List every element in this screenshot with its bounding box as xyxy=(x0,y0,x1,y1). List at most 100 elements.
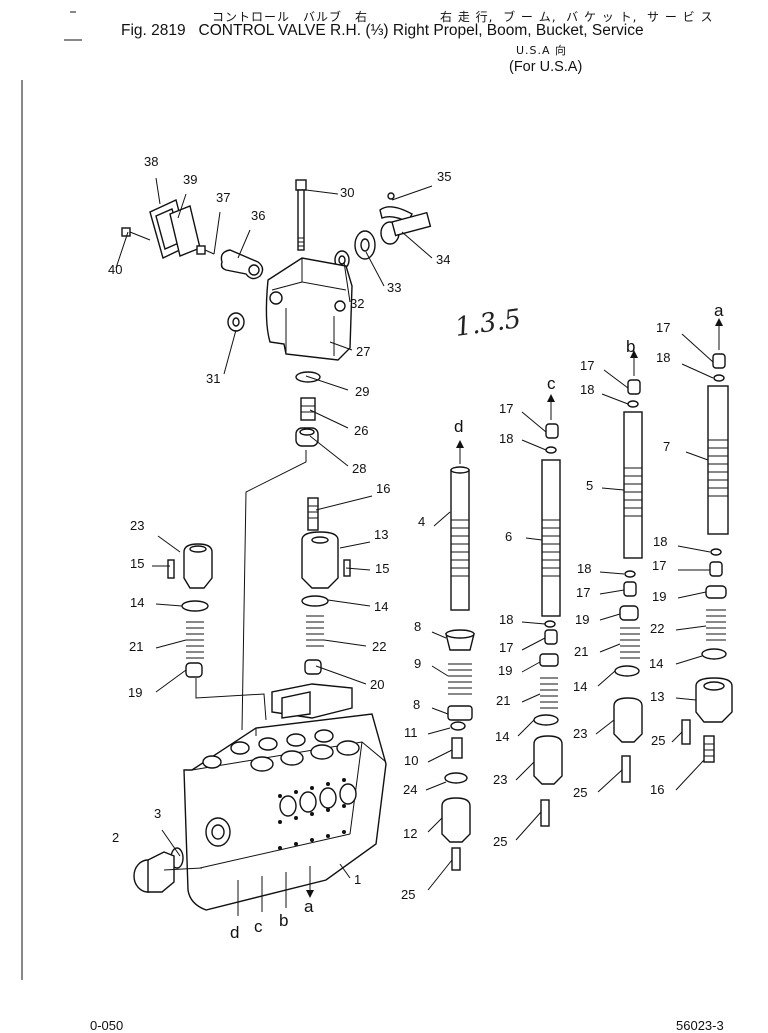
callout-part-24: 24 xyxy=(403,782,417,797)
spool-letter-c: c xyxy=(254,917,263,936)
callout-part-12: 12 xyxy=(403,826,417,841)
part-25-bolt-a xyxy=(681,719,691,745)
part-14-o-ring-a xyxy=(701,648,727,660)
callout-part-30: 30 xyxy=(340,185,354,200)
part-21-spring-c xyxy=(540,677,558,709)
callout-part-8: 8 xyxy=(414,619,421,634)
spool-letter-a: a xyxy=(304,897,314,916)
header-jp-usa: U.S.A 向 xyxy=(516,44,568,57)
callout-part-7: 7 xyxy=(663,439,670,454)
part-17-plug-c-bottom xyxy=(544,629,558,645)
callout-part-19: 19 xyxy=(652,589,666,604)
part-23-cap-c xyxy=(533,735,563,785)
spool-arrows xyxy=(306,318,723,898)
part-25-bolt-c xyxy=(540,799,550,827)
part-14-o-ring-mid xyxy=(301,595,329,607)
part-13-cap-left xyxy=(301,531,339,589)
callout-part-15: 15 xyxy=(130,556,144,571)
spool-letter-d: d xyxy=(454,417,463,436)
callout-part-18: 18 xyxy=(656,350,670,365)
callout-part-18: 18 xyxy=(580,382,594,397)
part-17-plug-b-top xyxy=(627,379,641,395)
callout-part-18: 18 xyxy=(499,431,513,446)
part-18-ring-a-bottom xyxy=(710,548,722,556)
part-34-shaft xyxy=(380,211,432,245)
callout-part-17: 17 xyxy=(499,640,513,655)
callout-part-14: 14 xyxy=(130,595,144,610)
part-14-o-ring-c xyxy=(533,714,559,726)
part-6-spool xyxy=(541,459,561,617)
callout-part-14: 14 xyxy=(649,656,663,671)
callout-part-25: 25 xyxy=(573,785,587,800)
callout-part-26: 26 xyxy=(354,423,368,438)
body-spool-bores xyxy=(279,783,357,817)
header-jp-title-left: コントロール バルブ 右 xyxy=(212,10,369,24)
part-25-bolt-b xyxy=(621,755,631,783)
part-12-cap xyxy=(441,797,471,843)
callout-part-18: 18 xyxy=(653,534,667,549)
part-31-bushing xyxy=(227,312,245,332)
part-11-washer xyxy=(450,721,466,731)
part-18-ring-c-top xyxy=(545,446,557,454)
callout-part-8: 8 xyxy=(413,697,420,712)
callout-part-20: 20 xyxy=(370,677,384,692)
part-17-plug-c-top xyxy=(545,423,559,439)
part-17-plug-a-top xyxy=(712,353,726,369)
callout-part-21: 21 xyxy=(496,693,510,708)
callout-part-19: 19 xyxy=(128,685,142,700)
callout-part-37: 37 xyxy=(216,190,230,205)
callout-part-25: 25 xyxy=(401,887,415,902)
callout-part-18: 18 xyxy=(499,612,513,627)
part-16-plug-left xyxy=(307,497,319,531)
callout-part-22: 22 xyxy=(650,621,664,636)
part-18-ring-b-bottom xyxy=(624,570,636,578)
callout-part-10: 10 xyxy=(404,753,418,768)
callout-part-23: 23 xyxy=(130,518,144,533)
part-22-spring-left xyxy=(306,615,324,647)
callout-part-40: 40 xyxy=(108,262,122,277)
part-13-cap-a xyxy=(695,677,733,723)
part-21-spring-b xyxy=(620,627,640,659)
callout-part-14: 14 xyxy=(374,599,388,614)
part-10-bolt xyxy=(451,737,463,759)
spool-letter-b: b xyxy=(279,911,288,930)
part-15-bolt-left xyxy=(167,559,175,579)
callout-part-28: 28 xyxy=(352,461,366,476)
body-bolt-holes-face xyxy=(278,778,346,850)
callout-part-27: 27 xyxy=(356,344,370,359)
spool-letter-b: b xyxy=(626,337,635,356)
spool-letter-d: d xyxy=(230,923,239,942)
callout-part-16: 16 xyxy=(650,782,664,797)
part-17-plug-a-bottom xyxy=(709,561,723,577)
part-20-seat xyxy=(304,659,322,675)
callout-part-23: 23 xyxy=(573,726,587,741)
callout-part-2: 2 xyxy=(112,830,119,845)
callout-part-17: 17 xyxy=(656,320,670,335)
part-1-valve-body xyxy=(183,683,387,911)
assembly-lines xyxy=(115,177,720,916)
part-27-cover-housing xyxy=(265,257,353,361)
callout-part-21: 21 xyxy=(129,639,143,654)
callout-part-33: 33 xyxy=(387,280,401,295)
callout-part-36: 36 xyxy=(251,208,265,223)
part-19-seat-b xyxy=(619,605,639,621)
callout-part-21: 21 xyxy=(574,644,588,659)
part-4-spool xyxy=(450,466,470,611)
part-23-cap-left xyxy=(183,543,213,589)
callout-part-9: 9 xyxy=(414,656,421,671)
callout-part-18: 18 xyxy=(577,561,591,576)
callout-part-14: 14 xyxy=(573,679,587,694)
callout-part-17: 17 xyxy=(499,401,513,416)
body-ports-top xyxy=(202,729,360,772)
part-28-seat xyxy=(295,427,319,447)
part-19-seat-a xyxy=(705,585,727,599)
callout-part-19: 19 xyxy=(575,612,589,627)
callout-part-39: 39 xyxy=(183,172,197,187)
callout-part-32: 32 xyxy=(350,296,364,311)
part-23-cap-b xyxy=(613,697,643,743)
part-19-seat-left xyxy=(185,662,203,678)
part-14-o-ring-left xyxy=(181,600,209,612)
